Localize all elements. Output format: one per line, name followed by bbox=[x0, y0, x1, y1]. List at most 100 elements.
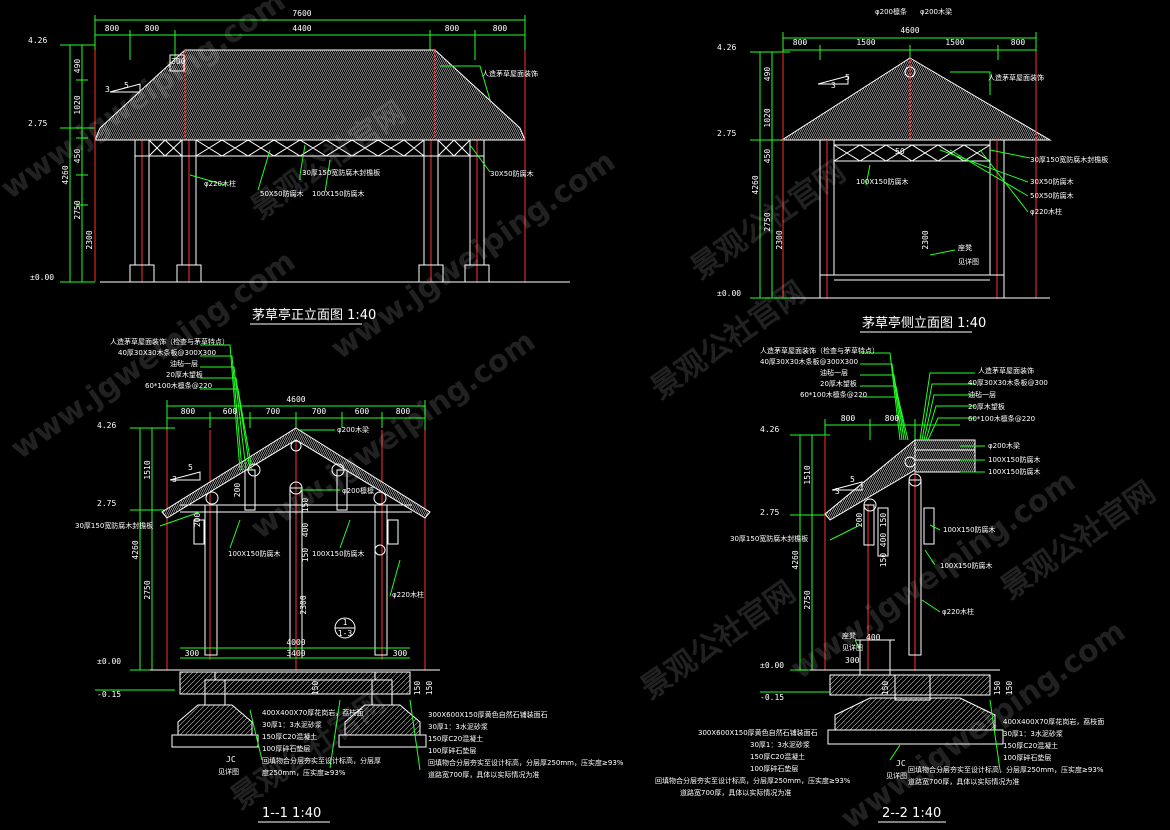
svg-text:30X50防腐木: 30X50防腐木 bbox=[1030, 177, 1074, 186]
svg-text:油毡一层: 油毡一层 bbox=[968, 390, 996, 399]
svg-text:5: 5 bbox=[850, 475, 855, 484]
side-title: 茅草亭侧立面图 1:40 bbox=[862, 315, 986, 331]
svg-text:400: 400 bbox=[866, 633, 881, 642]
svg-text:100X150防腐木: 100X150防腐木 bbox=[940, 561, 993, 570]
section-1-1-texts: 人造茅草屋面装饰（检查与茅草特点） 40厚30X30木条板@300X300 油毡… bbox=[75, 337, 624, 821]
svg-text:450: 450 bbox=[763, 149, 772, 164]
svg-text:100厚碎石垫层: 100厚碎石垫层 bbox=[428, 746, 476, 755]
svg-text:50: 50 bbox=[895, 147, 905, 156]
svg-text:800: 800 bbox=[105, 24, 120, 33]
svg-text:30厚1：3水泥砂浆: 30厚1：3水泥砂浆 bbox=[1003, 729, 1063, 738]
svg-text:JC: JC bbox=[896, 759, 906, 768]
svg-text:150厚C20混凝土: 150厚C20混凝土 bbox=[262, 732, 317, 741]
svg-text:60*100木檩条@220: 60*100木檩条@220 bbox=[968, 414, 1035, 423]
svg-text:4260: 4260 bbox=[61, 165, 70, 184]
svg-text:2300: 2300 bbox=[299, 595, 308, 614]
svg-text:200: 200 bbox=[855, 513, 864, 528]
svg-text:±0.00: ±0.00 bbox=[760, 661, 784, 670]
svg-text:5: 5 bbox=[124, 81, 129, 90]
svg-text:150厚C20混凝土: 150厚C20混凝土 bbox=[750, 752, 805, 761]
svg-text:800: 800 bbox=[493, 24, 508, 33]
svg-text:490: 490 bbox=[763, 67, 772, 82]
svg-text:30厚1：3水泥砂浆: 30厚1：3水泥砂浆 bbox=[262, 720, 322, 729]
svg-text:40厚30X30木条板@300X300: 40厚30X30木条板@300X300 bbox=[118, 348, 216, 357]
svg-text:2750: 2750 bbox=[143, 580, 152, 599]
svg-text:φ220木柱: φ220木柱 bbox=[942, 607, 974, 616]
svg-text:400: 400 bbox=[879, 533, 888, 548]
svg-text:4600: 4600 bbox=[286, 395, 305, 404]
section-2-2 bbox=[760, 352, 1004, 823]
svg-text:2.75: 2.75 bbox=[97, 499, 116, 508]
svg-text:300X600X150厚黄色自然石铺装面石: 300X600X150厚黄色自然石铺装面石 bbox=[698, 728, 818, 737]
svg-text:4400: 4400 bbox=[292, 24, 311, 33]
svg-text:4260: 4260 bbox=[131, 540, 140, 559]
svg-text:人造茅草屋面装饰: 人造茅草屋面装饰 bbox=[482, 69, 538, 78]
svg-text:2750: 2750 bbox=[803, 590, 812, 609]
svg-text:3400: 3400 bbox=[286, 649, 305, 658]
svg-text:800: 800 bbox=[145, 24, 160, 33]
svg-text:φ200木梁: φ200木梁 bbox=[920, 7, 952, 16]
svg-text:100X150防腐木: 100X150防腐木 bbox=[988, 467, 1041, 476]
svg-text:1020: 1020 bbox=[73, 95, 82, 114]
svg-text:-0.15: -0.15 bbox=[97, 690, 121, 699]
svg-text:1510: 1510 bbox=[143, 460, 152, 479]
svg-text:30厚150宽防腐木封檐板: 30厚150宽防腐木封檐板 bbox=[75, 521, 153, 530]
sec1-title: 1--1 1:40 bbox=[262, 806, 321, 821]
svg-text:200: 200 bbox=[233, 483, 242, 498]
svg-text:150: 150 bbox=[311, 681, 320, 696]
svg-text:3: 3 bbox=[105, 85, 110, 94]
svg-text:5: 5 bbox=[188, 463, 193, 472]
svg-text:50X50防腐木: 50X50防腐木 bbox=[1030, 191, 1074, 200]
svg-text:1510: 1510 bbox=[803, 465, 812, 484]
svg-text:20厚木望板: 20厚木望板 bbox=[968, 402, 1005, 411]
svg-text:800: 800 bbox=[445, 24, 460, 33]
svg-text:100X150防腐木: 100X150防腐木 bbox=[312, 549, 365, 558]
svg-text:回填物合分层夯实至设计标高，分层厚: 回填物合分层夯实至设计标高，分层厚 bbox=[262, 756, 381, 765]
svg-text:4600: 4600 bbox=[900, 26, 919, 35]
watermark-cn: 景观公社官网 bbox=[225, 685, 393, 817]
svg-text:1020: 1020 bbox=[763, 108, 772, 127]
svg-text:2300: 2300 bbox=[775, 230, 784, 249]
svg-text:2300: 2300 bbox=[85, 230, 94, 249]
svg-text:回填物合分层夯实至设计标高，分层厚250mm，压实度≥93%: 回填物合分层夯实至设计标高，分层厚250mm，压实度≥93% bbox=[428, 758, 624, 767]
svg-text:4.26: 4.26 bbox=[717, 43, 736, 52]
svg-text:-0.15: -0.15 bbox=[760, 693, 784, 702]
svg-text:3: 3 bbox=[835, 487, 840, 496]
svg-text:100X150防腐木: 100X150防腐木 bbox=[312, 189, 365, 198]
svg-text:490: 490 bbox=[73, 59, 82, 74]
svg-text:座凳: 座凳 bbox=[958, 243, 972, 252]
watermark-url: www.jgweiping.com bbox=[325, 144, 622, 367]
svg-text:度250mm，压实度≥93%: 度250mm，压实度≥93% bbox=[262, 768, 346, 777]
svg-text:4260: 4260 bbox=[751, 175, 760, 194]
svg-text:450: 450 bbox=[73, 149, 82, 164]
svg-text:4.26: 4.26 bbox=[760, 425, 779, 434]
svg-text:回填物合分层夯实至设计标高，分层厚250mm，压实度≥93%: 回填物合分层夯实至设计标高，分层厚250mm，压实度≥93% bbox=[908, 765, 1104, 774]
svg-text:φ200木梁: φ200木梁 bbox=[337, 425, 369, 434]
svg-text:4.26: 4.26 bbox=[97, 421, 116, 430]
svg-text:φ200檩条: φ200檩条 bbox=[875, 7, 907, 16]
svg-text:200: 200 bbox=[193, 513, 202, 528]
svg-text:道路宽700厚，具体以实际情况为准: 道路宽700厚，具体以实际情况为准 bbox=[428, 770, 539, 779]
svg-text:30厚150宽防腐木封檐板: 30厚150宽防腐木封檐板 bbox=[302, 168, 380, 177]
svg-text:60*100木檩条@220: 60*100木檩条@220 bbox=[800, 390, 867, 399]
svg-text:700: 700 bbox=[266, 407, 281, 416]
svg-text:150厚C20混凝土: 150厚C20混凝土 bbox=[1003, 741, 1058, 750]
svg-text:30厚1：3水泥砂浆: 30厚1：3水泥砂浆 bbox=[428, 722, 488, 731]
front-title: 茅草亭正立面图 1:40 bbox=[252, 307, 376, 323]
side-texts: φ200檩条 φ200木梁 4600 800 1500 1500 800 490… bbox=[717, 7, 1108, 331]
svg-text:道路宽700厚，具体以实际情况为准: 道路宽700厚，具体以实际情况为准 bbox=[908, 777, 1019, 786]
section-1-1 bbox=[95, 344, 440, 823]
svg-text:φ200木梁: φ200木梁 bbox=[988, 441, 1020, 450]
svg-text:φ220木柱: φ220木柱 bbox=[204, 179, 236, 188]
svg-text:400: 400 bbox=[301, 523, 310, 538]
svg-text:800: 800 bbox=[396, 407, 411, 416]
svg-text:油毡一层: 油毡一层 bbox=[820, 368, 848, 377]
sec2-title: 2--2 1:40 bbox=[882, 806, 941, 821]
svg-text:2.75: 2.75 bbox=[28, 119, 47, 128]
svg-text:100X150防腐木: 100X150防腐木 bbox=[228, 549, 281, 558]
front-elevation bbox=[60, 15, 570, 325]
svg-text:人造茅草屋面装饰: 人造茅草屋面装饰 bbox=[978, 366, 1034, 375]
svg-text:100厚碎石垫层: 100厚碎石垫层 bbox=[262, 744, 310, 753]
svg-text:1: 1 bbox=[343, 618, 348, 627]
